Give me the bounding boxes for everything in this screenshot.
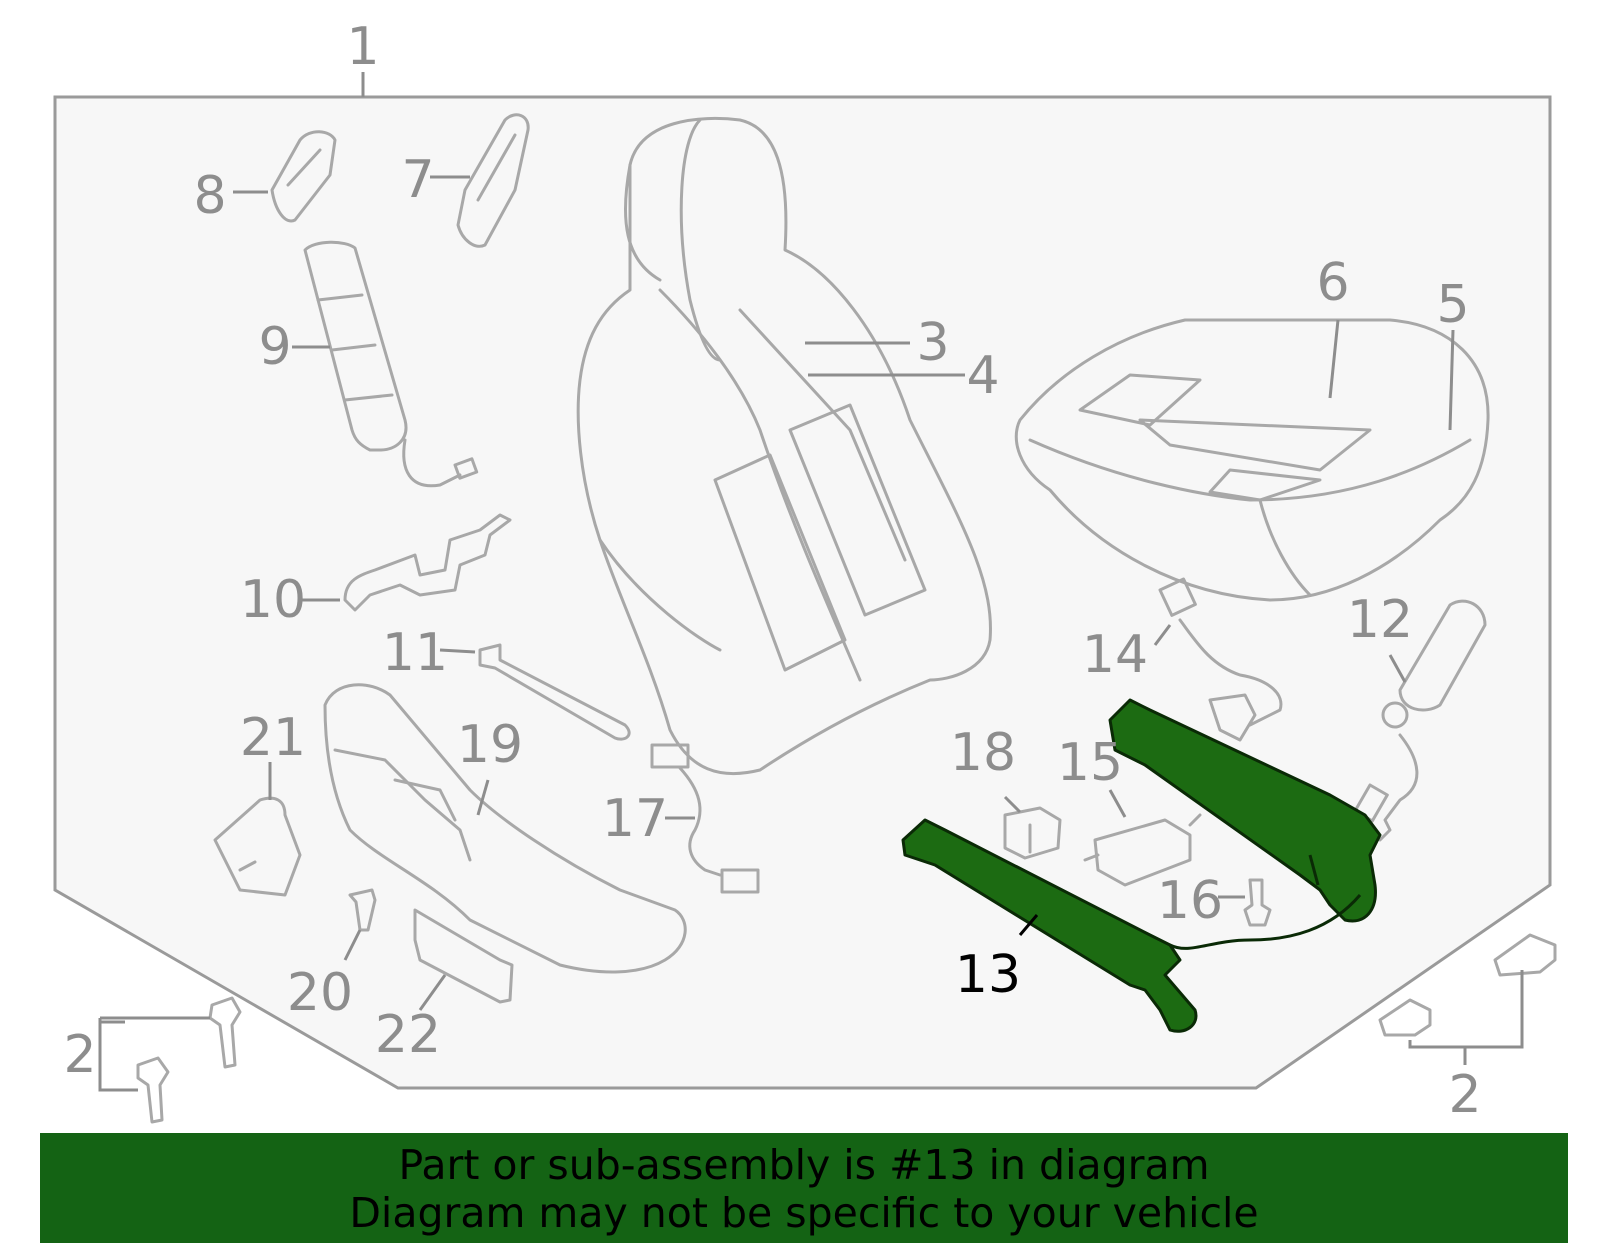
callout-13: 13 [955, 945, 1021, 1005]
callout-1: 1 [346, 17, 379, 77]
part-11-tie [478, 643, 631, 741]
callout-6: 6 [1316, 253, 1349, 313]
callout-5: 5 [1436, 275, 1469, 335]
part-18-module [1003, 806, 1062, 860]
part-19-side-shield [323, 683, 687, 974]
callout-22: 22 [375, 1005, 441, 1065]
callout-2-right: 2 [1448, 1065, 1481, 1125]
part-2-bolt-c [1378, 998, 1432, 1037]
callout-8: 8 [193, 166, 226, 226]
part-7-cover [456, 113, 530, 248]
callout-21: 21 [240, 708, 306, 768]
part-14-harness [1158, 577, 1283, 742]
callout-7: 7 [401, 150, 434, 210]
callout-14: 14 [1082, 625, 1148, 685]
part-20-screw [348, 888, 377, 932]
part-9-airbag [303, 240, 479, 488]
callout-18: 18 [950, 723, 1016, 783]
assembly-outline [53, 95, 1552, 1090]
seat-cushion [1014, 318, 1490, 602]
info-banner: Part or sub-assembly is #13 in diagram D… [40, 1133, 1568, 1243]
callout-4: 4 [966, 346, 999, 406]
part-12-buckle [1353, 599, 1487, 842]
part-13-seat-adjuster[interactable] [901, 698, 1382, 1033]
part-2-bolt-d [1493, 933, 1557, 977]
callout-12: 12 [1347, 590, 1413, 650]
part-15-module [1083, 813, 1202, 887]
callout-2-left: 2 [63, 1025, 96, 1085]
part-16-bolt [1243, 878, 1272, 927]
banner-line-1: Part or sub-assembly is #13 in diagram [398, 1141, 1210, 1189]
callout-17: 17 [602, 789, 668, 849]
callout-10: 10 [240, 570, 306, 630]
callout-16: 16 [1157, 871, 1223, 931]
callout-15: 15 [1057, 733, 1123, 793]
callout-11: 11 [382, 623, 448, 683]
part-8-bezel [270, 130, 337, 223]
part-10-wire [343, 513, 512, 612]
part-17-harness [650, 743, 760, 894]
banner-line-2: Diagram may not be specific to your vehi… [349, 1189, 1259, 1237]
seat-back [576, 117, 992, 776]
callout-3: 3 [916, 313, 949, 373]
callout-20: 20 [287, 963, 353, 1023]
part-2-bolt-a [208, 996, 242, 1069]
leader-lines [98, 175, 1524, 1092]
callout-9: 9 [258, 317, 291, 377]
callout-19: 19 [457, 715, 523, 775]
part-21-cover [213, 796, 302, 897]
part-2-bolt-b [136, 1056, 170, 1124]
part-22-cover [413, 908, 514, 1004]
